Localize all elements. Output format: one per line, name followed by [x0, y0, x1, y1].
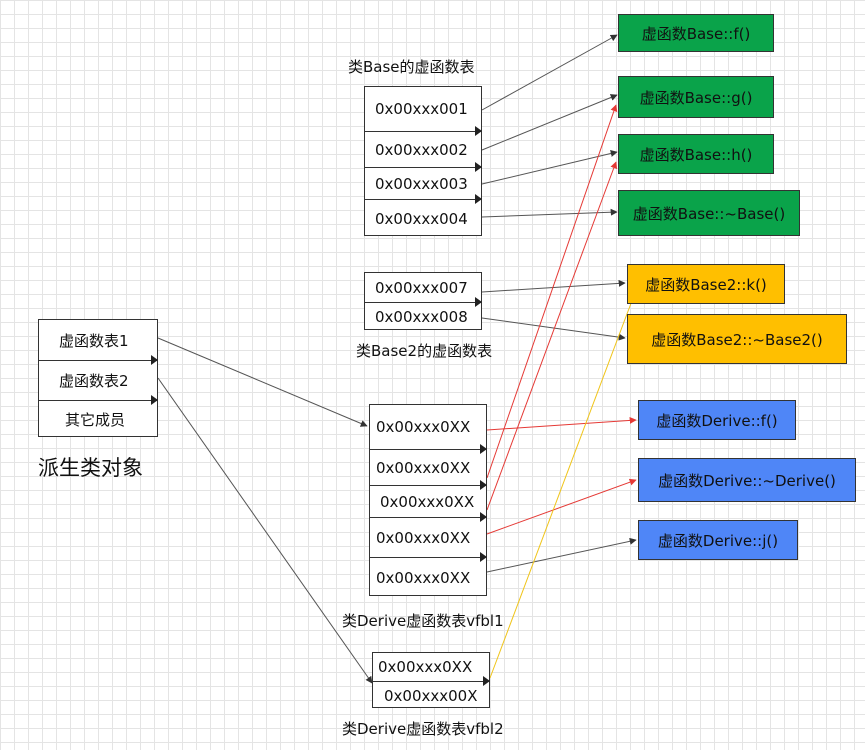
derive-vtable1-entry: 0x00xxx0XX	[370, 485, 486, 517]
derived-object-entry: 虚函数表1	[59, 331, 129, 350]
base2-vtable: 0x00xxx007 0x00xxx008	[364, 272, 482, 330]
func-box-base2-k: 虚函数Base2::k()	[627, 264, 785, 304]
arrowhead-icon	[475, 194, 482, 204]
derive-vtable2: 0x00xxx0XX 0x00xxx00X	[372, 652, 490, 708]
arrowhead-icon	[480, 512, 487, 522]
base-vtable-entry: 0x00xxx003	[365, 167, 481, 199]
base2-vtable-entry: 0x00xxx007	[375, 278, 468, 297]
derive-vtable2-title: 类Derive虚函数表vfbl2	[342, 720, 504, 738]
arrowhead-icon	[483, 676, 490, 686]
base-vtable-entry: 0x00xxx002	[365, 131, 481, 167]
derive-vtable1-entry: 0x00xxx0XX	[370, 517, 486, 557]
derive-vtable1-entry: 0x00xxx0XX	[370, 449, 486, 485]
base2-vtable-title: 类Base2的虚函数表	[356, 342, 493, 360]
func-box-base-g: 虚函数Base::g()	[618, 76, 774, 118]
derive-vtable1: 0x00xxx0XX 0x00xxx0XX 0x00xxx0XX 0x00xxx…	[369, 404, 487, 596]
arrow-base2-008-to-dtor	[481, 317, 626, 341]
derive-vtable1-entry: 0x00xxx0XX	[370, 557, 486, 597]
arrow-obj-vtbl2	[157, 377, 373, 684]
derive-vtable2-entry: 0x00xxx00X	[373, 681, 489, 709]
base-vtable: 0x00xxx001 0x00xxx002 0x00xxx003 0x00xxx…	[364, 86, 482, 236]
derive-vtable2-entry: 0x00xxx0XX	[378, 658, 473, 676]
derive-vtable1-title: 类Derive虚函数表vfbl1	[342, 612, 504, 630]
arrow-base-002-to-g	[481, 94, 618, 151]
base-vtable-title: 类Base的虚函数表	[348, 58, 475, 76]
func-box-derive-j: 虚函数Derive::j()	[638, 520, 798, 560]
arrowhead-icon	[151, 395, 158, 405]
base-vtable-entry: 0x00xxx001	[375, 100, 468, 118]
derived-object-title: 派生类对象	[38, 456, 143, 480]
arrowhead-icon	[475, 162, 482, 172]
arrowhead-icon	[475, 126, 482, 136]
arrow-base-004-to-dtor	[481, 208, 618, 218]
arrow-vtbl1-0-to-derive-f	[486, 416, 637, 431]
derived-object: 虚函数表1 虚函数表2 其它成员	[38, 319, 158, 437]
arrowhead-icon	[480, 444, 487, 454]
func-box-derive-f: 虚函数Derive::f()	[638, 400, 796, 440]
func-box-base2-dtor: 虚函数Base2::~Base2()	[627, 314, 847, 364]
arrow-base2-007-to-k	[481, 279, 626, 293]
arrow-base-001-to-f	[481, 34, 618, 111]
arrowhead-icon	[480, 480, 487, 490]
arrow-vtbl2-0-to-base2-k	[489, 289, 638, 679]
arrow-vtbl1-4-to-derive-j	[486, 537, 637, 573]
arrow-vtbl1-1-to-base-g	[486, 104, 618, 479]
base-vtable-entry: 0x00xxx004	[365, 199, 481, 237]
func-box-base-h: 虚函数Base::h()	[618, 134, 774, 174]
func-box-base-f: 虚函数Base::f()	[618, 14, 774, 52]
derived-object-entry: 虚函数表2	[39, 360, 157, 400]
arrowhead-icon	[475, 297, 482, 307]
arrowhead-icon	[151, 355, 158, 365]
arrow-base-003-to-h	[481, 150, 618, 185]
arrow-obj-vtbl1	[157, 337, 368, 427]
func-box-base-dtor: 虚函数Base::~Base()	[618, 190, 800, 236]
arrowhead-icon	[480, 552, 487, 562]
arrow-vtbl1-3-to-derive-dtor	[486, 478, 637, 535]
derived-object-entry: 其它成员	[39, 400, 157, 438]
arrow-vtbl1-2-to-base-h	[486, 161, 618, 511]
derive-vtable1-entry: 0x00xxx0XX	[376, 418, 471, 436]
base2-vtable-entry: 0x00xxx008	[365, 302, 481, 331]
func-box-derive-dtor: 虚函数Derive::~Derive()	[638, 458, 856, 502]
